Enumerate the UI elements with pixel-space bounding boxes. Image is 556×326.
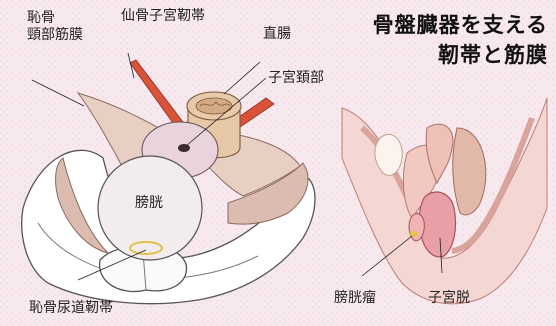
cystocele-label: 膀胱瘤 xyxy=(334,290,376,307)
page-title: 骨盤臓器を支える 靭帯と筋膜 xyxy=(373,10,548,70)
pubocervical-fascia-label: 恥骨 頸部筋膜 xyxy=(27,10,83,44)
title-line-1: 骨盤臓器を支える xyxy=(373,10,548,40)
rectum-label: 直腸 xyxy=(263,26,291,43)
uterosacral-ligament-label: 仙骨子宮靭帯 xyxy=(121,8,205,25)
bladder-label: 膀胱 xyxy=(135,195,163,212)
prolapse-cross-section-illustration xyxy=(332,88,554,324)
cervix-label: 子宮頚部 xyxy=(268,70,324,87)
uterine-prolapse-label: 子宮脱 xyxy=(428,290,470,307)
title-line-2: 靭帯と筋膜 xyxy=(373,40,548,70)
rectum-section xyxy=(453,128,486,215)
pubocervical-fascia-label-line1: 恥骨 xyxy=(27,10,83,27)
pubocervical-fascia-label-line2: 頸部筋膜 xyxy=(27,27,83,44)
pubourethral-ligament-label: 恥骨尿道靭帯 xyxy=(29,300,113,317)
